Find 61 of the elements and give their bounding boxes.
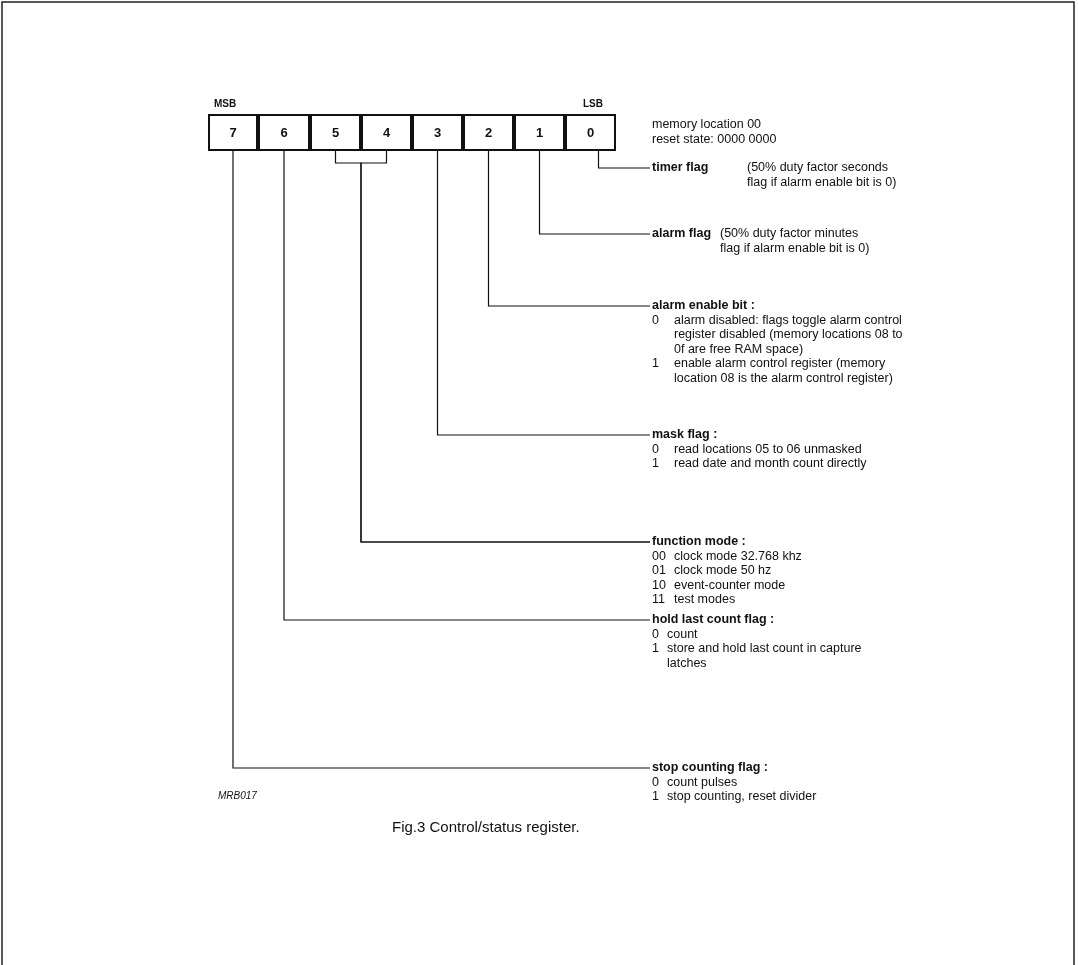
field-name: hold last count flag : (652, 612, 776, 627)
field-name: alarm enable bit : (652, 298, 756, 313)
register-address-note: memory location 00 (652, 117, 762, 131)
bit-value: 0 (652, 312, 660, 329)
bit-value: 01 (652, 563, 667, 578)
bit-cell (208, 114, 258, 151)
value-meaning: test modes (674, 592, 737, 607)
leader-line (436, 150, 651, 436)
leader-line (283, 150, 651, 621)
bit-value: 11 (652, 592, 666, 607)
bit-number: 4 (382, 125, 391, 140)
leader-line (232, 150, 651, 769)
field-name: function mode : (652, 534, 747, 549)
bit-cell (463, 114, 514, 151)
figure-caption: Fig.3 Control/status register. (392, 818, 580, 835)
bit-number: 6 (280, 125, 288, 140)
field-name: mask flag : (652, 427, 719, 442)
value-meaning: event-counter mode (674, 577, 787, 593)
value-meaning: clock mode 32.768 khz (674, 548, 803, 564)
leader-line (487, 150, 651, 307)
value-meaning: alarm disabled: flags toggle alarm control register disabled (memory locations 08 to 0f are free RAM space) (674, 312, 904, 357)
bit-number: 1 (535, 125, 544, 140)
bit-value: 1 (652, 356, 660, 373)
bit-number: 0 (586, 125, 595, 140)
bit-value: 10 (652, 577, 667, 593)
value-meaning: clock mode 50 hz (674, 563, 773, 578)
bit-number: 2 (484, 125, 493, 140)
bit-cell (310, 114, 361, 151)
bit-cell (361, 114, 412, 151)
bit-value: 1 (652, 789, 660, 804)
field-name: timer flag (652, 160, 710, 176)
value-meaning: read date and month count directly (674, 456, 868, 471)
value-meaning: enable alarm control register (memory location 08 is the alarm control register) (674, 356, 894, 386)
bit-number: 5 (331, 125, 340, 140)
reset-state-note: reset state: 0000 0000 (652, 132, 777, 146)
leader-line (538, 150, 651, 235)
bit-value: 1 (652, 456, 660, 471)
bit-value: 0 (652, 774, 660, 790)
value-meaning: count pulses (667, 774, 739, 790)
bit-value: 0 (652, 626, 660, 642)
field-name: alarm flag (652, 226, 713, 242)
bit-cell (565, 114, 616, 151)
field-description: (50% duty factor minutes flag if alarm enable bit is 0) (720, 226, 871, 256)
leader-line (597, 150, 651, 169)
value-meaning: count (667, 626, 699, 642)
value-meaning: read locations 05 to 06 unmasked (674, 441, 863, 457)
figure-code: MRB017 (218, 790, 257, 801)
field-description: (50% duty factor seconds flag if alarm enable bit is 0) (747, 160, 898, 190)
field-name: stop counting flag : (652, 760, 769, 775)
bit-order-label: MSB (214, 98, 237, 109)
bit-cell (514, 114, 565, 151)
bit-value: 0 (652, 441, 660, 457)
bit-number: 3 (433, 125, 442, 140)
bit-order-label: LSB (583, 98, 603, 109)
value-meaning: stop counting, reset divider (667, 789, 818, 804)
value-meaning: store and hold last count in capture latches (667, 641, 863, 671)
bit-cell (258, 114, 310, 151)
bit-value: 1 (652, 641, 660, 658)
bit-value: 00 (652, 548, 667, 564)
bit-cell (412, 114, 463, 151)
bit-number: 7 (229, 125, 237, 140)
